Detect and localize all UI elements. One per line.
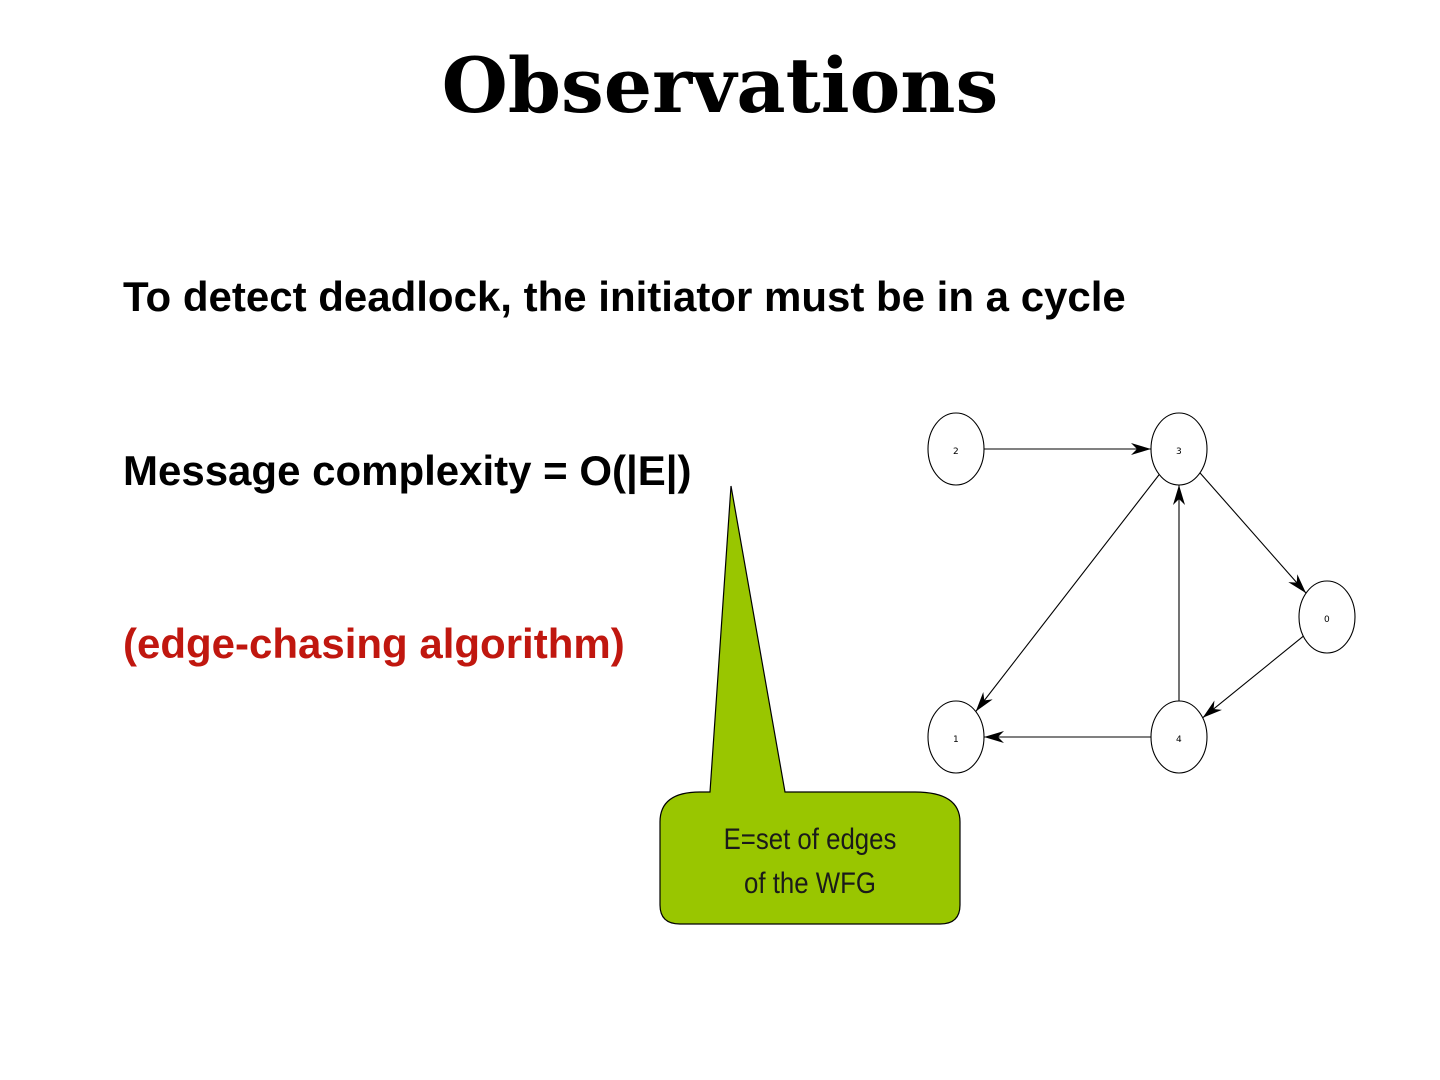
bullet-cycle-requirement: To detect deadlock, the initiator must b… xyxy=(123,273,1126,320)
edge-0-to-4 xyxy=(1202,635,1304,719)
node-2: 2 xyxy=(927,412,985,486)
node-circle xyxy=(927,700,985,774)
edge-3-to-1 xyxy=(975,474,1160,712)
node-circle xyxy=(1150,700,1208,774)
callout-text: E=set of edges of the WFG xyxy=(681,818,939,906)
node-circle xyxy=(1150,412,1208,486)
node-3: 3 xyxy=(1150,412,1208,486)
bullet-edge-chasing: (edge-chasing algorithm) xyxy=(123,620,625,667)
node-0: 0 xyxy=(1298,580,1356,654)
callout-line-2: of the WFG xyxy=(744,867,876,900)
node-label: 2 xyxy=(953,447,959,457)
node-circle xyxy=(927,412,985,486)
node-circle xyxy=(1298,580,1356,654)
slide-title: Observations xyxy=(441,41,999,130)
callout-shape xyxy=(659,485,961,925)
node-label: 1 xyxy=(953,735,959,745)
node-1: 1 xyxy=(927,700,985,774)
callout-line-1: E=set of edges xyxy=(723,823,897,856)
node-label: 0 xyxy=(1324,615,1330,625)
graph-edges xyxy=(975,443,1307,743)
edge-3-to-0 xyxy=(1199,472,1307,594)
graph-nodes: 2 3 0 1 4 xyxy=(927,412,1356,774)
bullet-message-complexity: Message complexity = O(|E|) xyxy=(123,447,692,494)
node-label: 4 xyxy=(1176,735,1182,745)
node-4: 4 xyxy=(1150,700,1208,774)
node-label: 3 xyxy=(1176,447,1182,457)
